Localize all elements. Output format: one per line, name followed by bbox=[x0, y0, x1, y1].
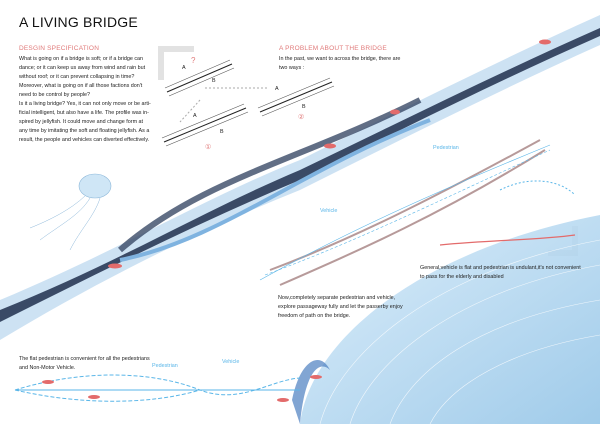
text-line: In the past, we want to across the bridg… bbox=[279, 56, 401, 62]
vehicle-lane bbox=[0, 28, 600, 322]
point-b-label: B bbox=[220, 129, 224, 135]
point-b-label: B bbox=[302, 104, 306, 110]
text-line: any time by imitating the soft and float… bbox=[19, 128, 150, 134]
text-line: ficial intelligent, but also have a life… bbox=[19, 110, 149, 116]
text-line: without roof; or it can prevent collapsi… bbox=[19, 74, 135, 80]
jellyfish-icon bbox=[78, 173, 112, 199]
text-line: Is it a living bridge? Yes, it can not o… bbox=[19, 101, 151, 107]
text-line: Now,completely separate pedestrian and v… bbox=[278, 295, 396, 301]
flat-pedestrian-note: The flat pedestrian is convenient for al… bbox=[19, 355, 150, 373]
design-spec-heading: DESGIN SPECIFICATION bbox=[19, 45, 100, 52]
page-title: A LIVING BRIDGE bbox=[19, 14, 138, 30]
jellyfish-canopy bbox=[300, 215, 600, 424]
text-line: result, the people and vehicles can dive… bbox=[19, 137, 150, 143]
corner-bracket bbox=[158, 46, 194, 80]
design-spec-text: What is going on if a bridge is soft; or… bbox=[19, 55, 169, 145]
vehicle-label-bottom: Vehicle bbox=[222, 359, 240, 365]
text-line: to pass for the elderly and disabled bbox=[420, 274, 504, 280]
point-a-label: A bbox=[182, 65, 186, 71]
question-mark: ? bbox=[191, 56, 196, 65]
text-line: need to be control by people? bbox=[19, 92, 91, 98]
point-b-label: B bbox=[212, 78, 216, 84]
text-line: and Non-Motor Vehicle. bbox=[19, 365, 76, 371]
problem-text: In the past, we want to across the bridg… bbox=[279, 55, 400, 73]
text-line: spired by jellyfish. It could move and c… bbox=[19, 119, 144, 125]
text-line: two ways : bbox=[279, 65, 305, 71]
problem-heading: A PROBLEM ABOUT THE BRIDGE bbox=[279, 45, 387, 52]
text-line: Moreover, what is going on if all those … bbox=[19, 83, 143, 89]
text-line: What is going on if a bridge is soft; or… bbox=[19, 56, 144, 62]
text-line: freedom of path on the bridge. bbox=[278, 313, 351, 319]
way-1-marker: ① bbox=[205, 144, 212, 151]
point-a-label: A bbox=[275, 86, 279, 92]
text-line: dance; or it can keep us away from wind … bbox=[19, 65, 146, 71]
text-line: The flat pedestrian is convenient for al… bbox=[19, 356, 150, 362]
general-note: General,vehicle is flat and pedestrian i… bbox=[420, 264, 600, 282]
pedestrian-label: Pedestrian bbox=[433, 145, 459, 151]
point-a-label: A bbox=[193, 113, 197, 119]
vehicle-label: Vehicle bbox=[320, 208, 338, 214]
way-2-marker: ② bbox=[298, 114, 305, 121]
text-line: General,vehicle is flat and pedestrian i… bbox=[420, 265, 581, 271]
text-line: explore passageway fully and let the pas… bbox=[278, 304, 403, 310]
separate-note: Now,completely separate pedestrian and v… bbox=[278, 294, 403, 321]
pedestrian-label-bottom: Pedestrian bbox=[152, 363, 178, 369]
